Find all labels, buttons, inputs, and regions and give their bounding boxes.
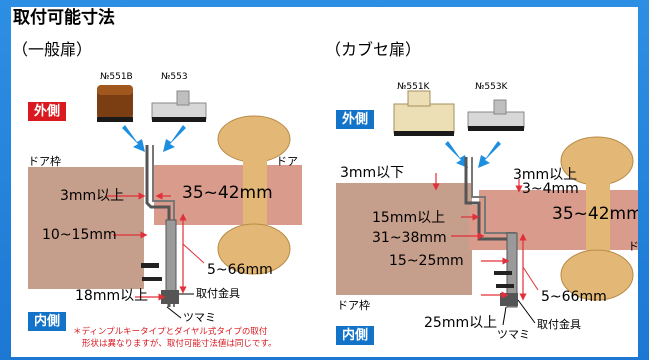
- left-model-a: №551B: [100, 72, 133, 82]
- right-knob-label: ツマミ: [497, 328, 530, 341]
- right-dim-door: 35~42mm: [552, 204, 638, 224]
- right-dim-overlap: 3~4mm: [522, 181, 579, 197]
- left-outside-badge: 外側: [28, 102, 67, 121]
- note-line-2: 形状は異なりますが、取付可能寸法値は同じです。: [82, 339, 277, 349]
- right-dim-gap-below: 3mm以下: [340, 165, 405, 181]
- right-dim-a: 15mm以上: [372, 210, 446, 226]
- right-knob: [560, 136, 634, 301]
- right-door-frame: [336, 183, 472, 295]
- right-outside-badge: 外側: [336, 110, 375, 129]
- arrow-right-1: [445, 141, 468, 168]
- diagram-graphics: [28, 85, 638, 326]
- left-model-b: №553: [161, 72, 188, 82]
- right-bracket-label: 取付金具: [537, 318, 581, 331]
- left-bracket: [165, 219, 177, 299]
- left-knob-tab: [161, 290, 179, 304]
- left-diagram: [28, 85, 302, 319]
- left-knob: [217, 115, 291, 275]
- product-553k-image: [467, 99, 525, 131]
- note-line-1: ＊ディンプルキータイプとダイヤル式タイプの取付: [73, 327, 268, 337]
- right-inside-badge: 内側: [336, 326, 375, 345]
- page-title: 取付可能寸法: [13, 8, 115, 28]
- left-frame-label: ドア枠: [28, 155, 61, 168]
- left-bracket-label: 取付金具: [196, 287, 240, 300]
- arrow-left-1: [122, 125, 145, 152]
- diagram-panel: 取付可能寸法 （一般扉） №551B №553 外側 ドア枠 ドア 3mm以上 …: [11, 7, 638, 357]
- right-dim-gap-above: 3mm以上: [513, 167, 578, 183]
- left-dim-door: 35~42mm: [182, 183, 273, 203]
- right-dim-range: 5~66mm: [541, 289, 607, 305]
- right-model-a: №551K: [397, 82, 430, 92]
- left-inside-badge: 内側: [28, 312, 67, 331]
- left-door-panel: [154, 165, 302, 225]
- right-frame-label: ドア枠: [337, 299, 370, 312]
- left-dim-clearance: 3mm以上: [60, 188, 125, 204]
- right-model-b: №553K: [475, 82, 508, 92]
- left-door-label: ドア: [276, 155, 298, 168]
- left-heading: （一般扉）: [12, 40, 93, 59]
- left-dim-bottom: 18mm以上: [75, 288, 149, 304]
- right-diagram: [336, 90, 638, 326]
- right-dim-bottom: 25mm以上: [424, 315, 498, 331]
- left-knob-label: ツマミ: [183, 311, 216, 324]
- right-bracket: [506, 232, 518, 308]
- right-dim-c: 15~25mm: [389, 253, 464, 269]
- product-551b-image: [97, 85, 133, 122]
- product-553-image: [151, 90, 207, 122]
- arrow-left-2: [163, 125, 186, 152]
- right-door-label: ドア: [628, 240, 638, 253]
- product-551k-image: [393, 90, 455, 136]
- left-dim-range: 5~66mm: [207, 262, 273, 278]
- left-dim-frame: 10~15mm: [42, 227, 117, 243]
- right-dim-b: 31~38mm: [372, 230, 447, 246]
- right-heading: （カブセ扉）: [325, 40, 422, 59]
- arrow-right-2: [478, 141, 501, 168]
- left-door-frame: [28, 167, 144, 289]
